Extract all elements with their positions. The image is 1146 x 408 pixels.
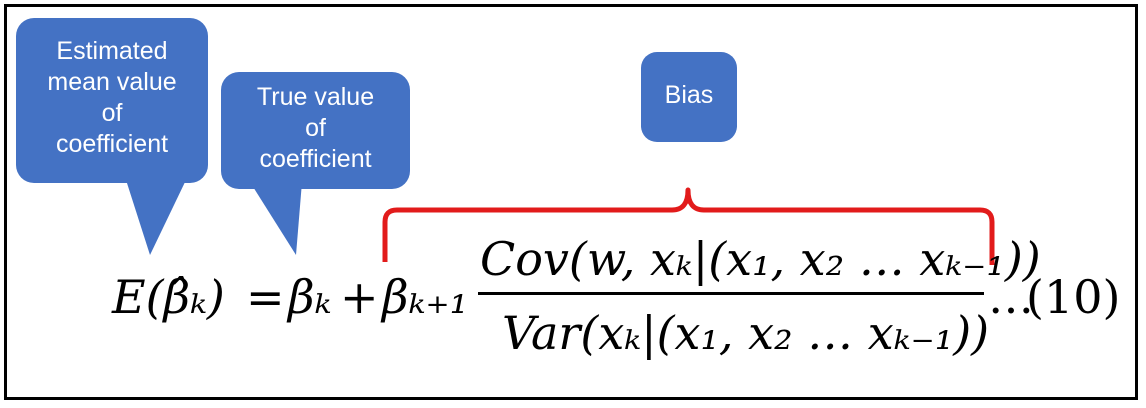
- estimated-callout-tail: [126, 180, 186, 255]
- eq-beta-k: βₖ: [288, 270, 332, 324]
- eq-lhs-text: E(β̂ₖ): [112, 270, 225, 324]
- callout-line: mean value: [47, 68, 177, 96]
- eq-term-beta-k1: βₖ₊₁: [382, 270, 468, 324]
- eq-term-beta-k: βₖ: [288, 270, 331, 324]
- eq-beta-k-plus-1: βₖ₊₁: [382, 270, 469, 324]
- true-value-callout: True value of coefficient: [221, 72, 410, 189]
- eq-plus: +: [340, 270, 379, 324]
- eq-denominator: Var(xₖ|(x₁, x₂ … xₖ₋₁)): [502, 306, 989, 360]
- true-value-callout-tail: [250, 182, 302, 255]
- eq-number-text: (10): [1026, 270, 1121, 324]
- eq-ellipsis-text: …: [988, 270, 1034, 324]
- bias-brace: [382, 187, 995, 265]
- callout-line: Bias: [664, 81, 714, 109]
- eq-plus-sign: +: [340, 270, 379, 324]
- eq-numerator: Cov(w, xₖ|(x₁, x₂ … xₖ₋₁)): [480, 232, 1041, 286]
- eq-lhs: E(β̂ₖ): [112, 270, 225, 324]
- eq-denominator-text: Var(xₖ|(x₁, x₂ … xₖ₋₁)): [502, 306, 990, 360]
- callout-line: True value: [256, 83, 375, 111]
- callout-line: coefficient: [259, 145, 372, 173]
- callout-line: coefficient: [55, 130, 169, 158]
- eq-equals: =: [246, 270, 285, 324]
- eq-numerator-text: Cov(w, xₖ|(x₁, x₂ … xₖ₋₁)): [480, 232, 1041, 286]
- estimated-mean-callout: Estimated mean value of coefficient: [16, 18, 208, 183]
- fraction-bar: [478, 292, 984, 295]
- bias-callout: Bias: [641, 52, 737, 142]
- eq-ellipsis: …: [988, 270, 1034, 324]
- callout-line: of: [101, 99, 123, 127]
- eq-equals-sign: =: [246, 270, 285, 324]
- callout-line: of: [305, 114, 326, 142]
- callout-line: Estimated: [56, 37, 168, 65]
- eq-number: (10): [1026, 270, 1120, 324]
